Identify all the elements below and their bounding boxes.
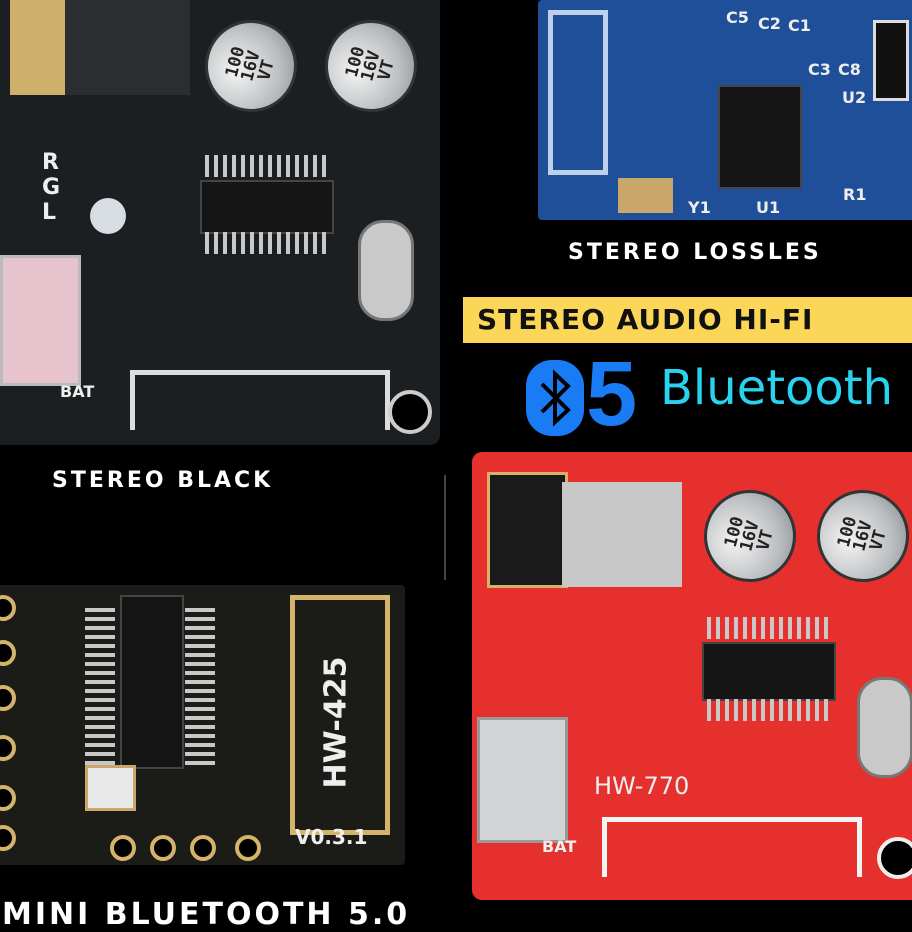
chip-pins xyxy=(707,699,832,721)
label-c3: C3 xyxy=(808,60,831,79)
capacitor: 100 16V VT xyxy=(314,9,428,123)
bluetooth-label: Bluetooth xyxy=(660,360,894,416)
chip-pins xyxy=(205,232,330,254)
label-c8: C8 xyxy=(838,60,861,79)
chip xyxy=(718,85,802,189)
version-label: V0.3.1 xyxy=(295,825,368,849)
title-banner: STEREO AUDIO HI-FI xyxy=(463,297,912,343)
bat-label: BAT xyxy=(60,382,95,401)
hw-770-board: 100 16V VT 100 16V VT HW-770 BAT xyxy=(472,452,912,900)
micro-usb xyxy=(0,255,81,386)
capacitor: 100 16V VT xyxy=(693,479,807,593)
crystal xyxy=(358,220,414,321)
chip-pins xyxy=(85,605,115,765)
crystal xyxy=(857,677,912,778)
pin-hole xyxy=(190,835,216,861)
stereo-black-board: 100 16V VT 100 16V VT R G L BAT xyxy=(0,0,440,445)
pin-hole xyxy=(0,735,16,761)
crystal xyxy=(85,765,136,811)
antenna xyxy=(548,10,608,175)
chip xyxy=(120,595,184,769)
label-u1: U1 xyxy=(756,198,781,217)
antenna xyxy=(602,817,862,877)
label-l: L xyxy=(42,200,57,225)
capacitor: 100 16V VT xyxy=(194,9,308,123)
capacitor: 100 16V VT xyxy=(806,479,912,593)
pin-hole xyxy=(235,835,261,861)
model-label: HW-425 xyxy=(318,656,354,789)
bat-label: BAT xyxy=(542,837,577,856)
micro-usb xyxy=(477,717,568,843)
audio-jack xyxy=(487,472,568,588)
mount-hole xyxy=(388,390,432,434)
pin-hole xyxy=(0,685,16,711)
pin-hole xyxy=(150,835,176,861)
chip xyxy=(200,180,334,234)
mini-bluetooth-board: HW-425 V0.3.1 xyxy=(0,585,405,865)
pin-hole xyxy=(0,640,16,666)
label-c1: C1 xyxy=(788,16,811,35)
caption-stereo-black: STEREO BLACK xyxy=(52,468,274,493)
bluetooth-version: 5 xyxy=(586,343,638,445)
label-y1: Y1 xyxy=(688,198,711,217)
antenna xyxy=(130,370,390,430)
pin-header xyxy=(873,20,909,101)
pin-hole xyxy=(0,785,16,811)
crystal xyxy=(618,178,673,213)
pin-hole xyxy=(0,595,16,621)
pin-hole xyxy=(0,825,16,851)
label-c5: C5 xyxy=(726,8,749,27)
label-c2: C2 xyxy=(758,14,781,33)
model-label: HW-770 xyxy=(594,772,690,800)
label-r1: R1 xyxy=(843,185,867,204)
chip-pins xyxy=(707,617,832,639)
audio-jack xyxy=(10,0,65,95)
label-g: G xyxy=(42,175,61,200)
chip-pins xyxy=(205,155,330,177)
mount-hole xyxy=(877,837,912,879)
pin-hole xyxy=(110,835,136,861)
banner-text: STEREO AUDIO HI-FI xyxy=(477,303,814,336)
divider xyxy=(444,475,446,580)
label-u2: U2 xyxy=(842,88,867,107)
chip xyxy=(702,642,836,701)
shield-block xyxy=(65,0,190,95)
chip-pins xyxy=(185,605,215,765)
led xyxy=(90,198,126,234)
caption-stereo-lossless: STEREO LOSSLES xyxy=(568,240,822,265)
stereo-lossless-board: C5 C2 C1 C3 C8 U2 Y1 U1 R1 xyxy=(538,0,912,220)
bluetooth-icon xyxy=(526,360,584,436)
audio-jack-body xyxy=(562,482,682,587)
label-r: R xyxy=(42,150,59,175)
caption-mini-bluetooth: MINI BLUETOOTH 5.0 xyxy=(2,897,411,932)
antenna xyxy=(290,595,390,835)
